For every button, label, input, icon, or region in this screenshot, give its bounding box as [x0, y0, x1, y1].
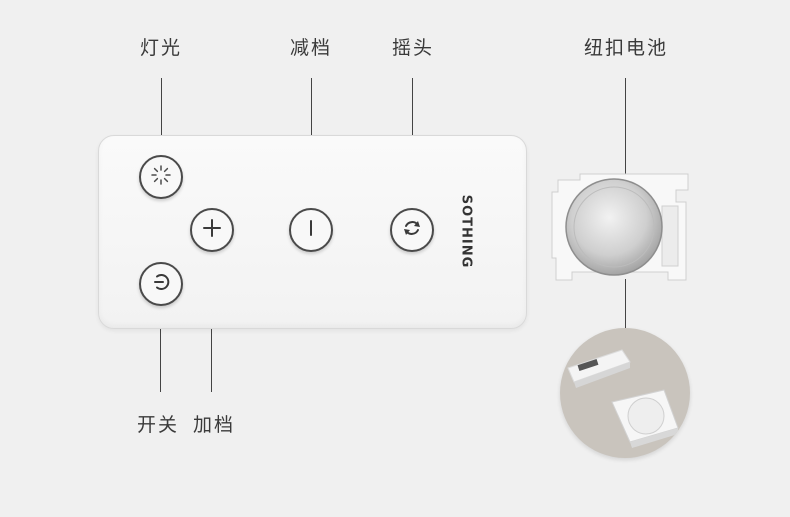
brand-text: SOTHING	[458, 194, 474, 268]
decrease-button[interactable]	[289, 208, 333, 252]
light-button[interactable]	[139, 155, 183, 199]
leader-line-power	[160, 308, 161, 392]
increase-button[interactable]	[190, 208, 234, 252]
label-swing: 摇头	[392, 37, 435, 59]
brand-logo: SOTHING	[454, 194, 478, 268]
label-battery: 纽扣电池	[584, 37, 669, 59]
label-power: 开关	[137, 414, 180, 436]
power-icon	[149, 270, 173, 298]
light-icon	[150, 164, 172, 190]
battery-compartment	[551, 173, 689, 281]
leader-line-battery-detail	[625, 279, 626, 329]
rotate-icon	[400, 216, 424, 244]
plus-icon	[201, 217, 223, 243]
label-light: 灯光	[140, 37, 183, 59]
label-increase: 加档	[193, 414, 236, 436]
leader-line-battery	[625, 78, 626, 182]
power-button[interactable]	[139, 262, 183, 306]
label-decrease: 减档	[290, 37, 333, 59]
leader-line-light	[161, 78, 162, 152]
minus-icon	[300, 217, 322, 243]
battery-cover-illustration	[567, 349, 679, 448]
swing-button[interactable]	[390, 208, 434, 252]
battery-cover-detail-image	[560, 328, 690, 458]
